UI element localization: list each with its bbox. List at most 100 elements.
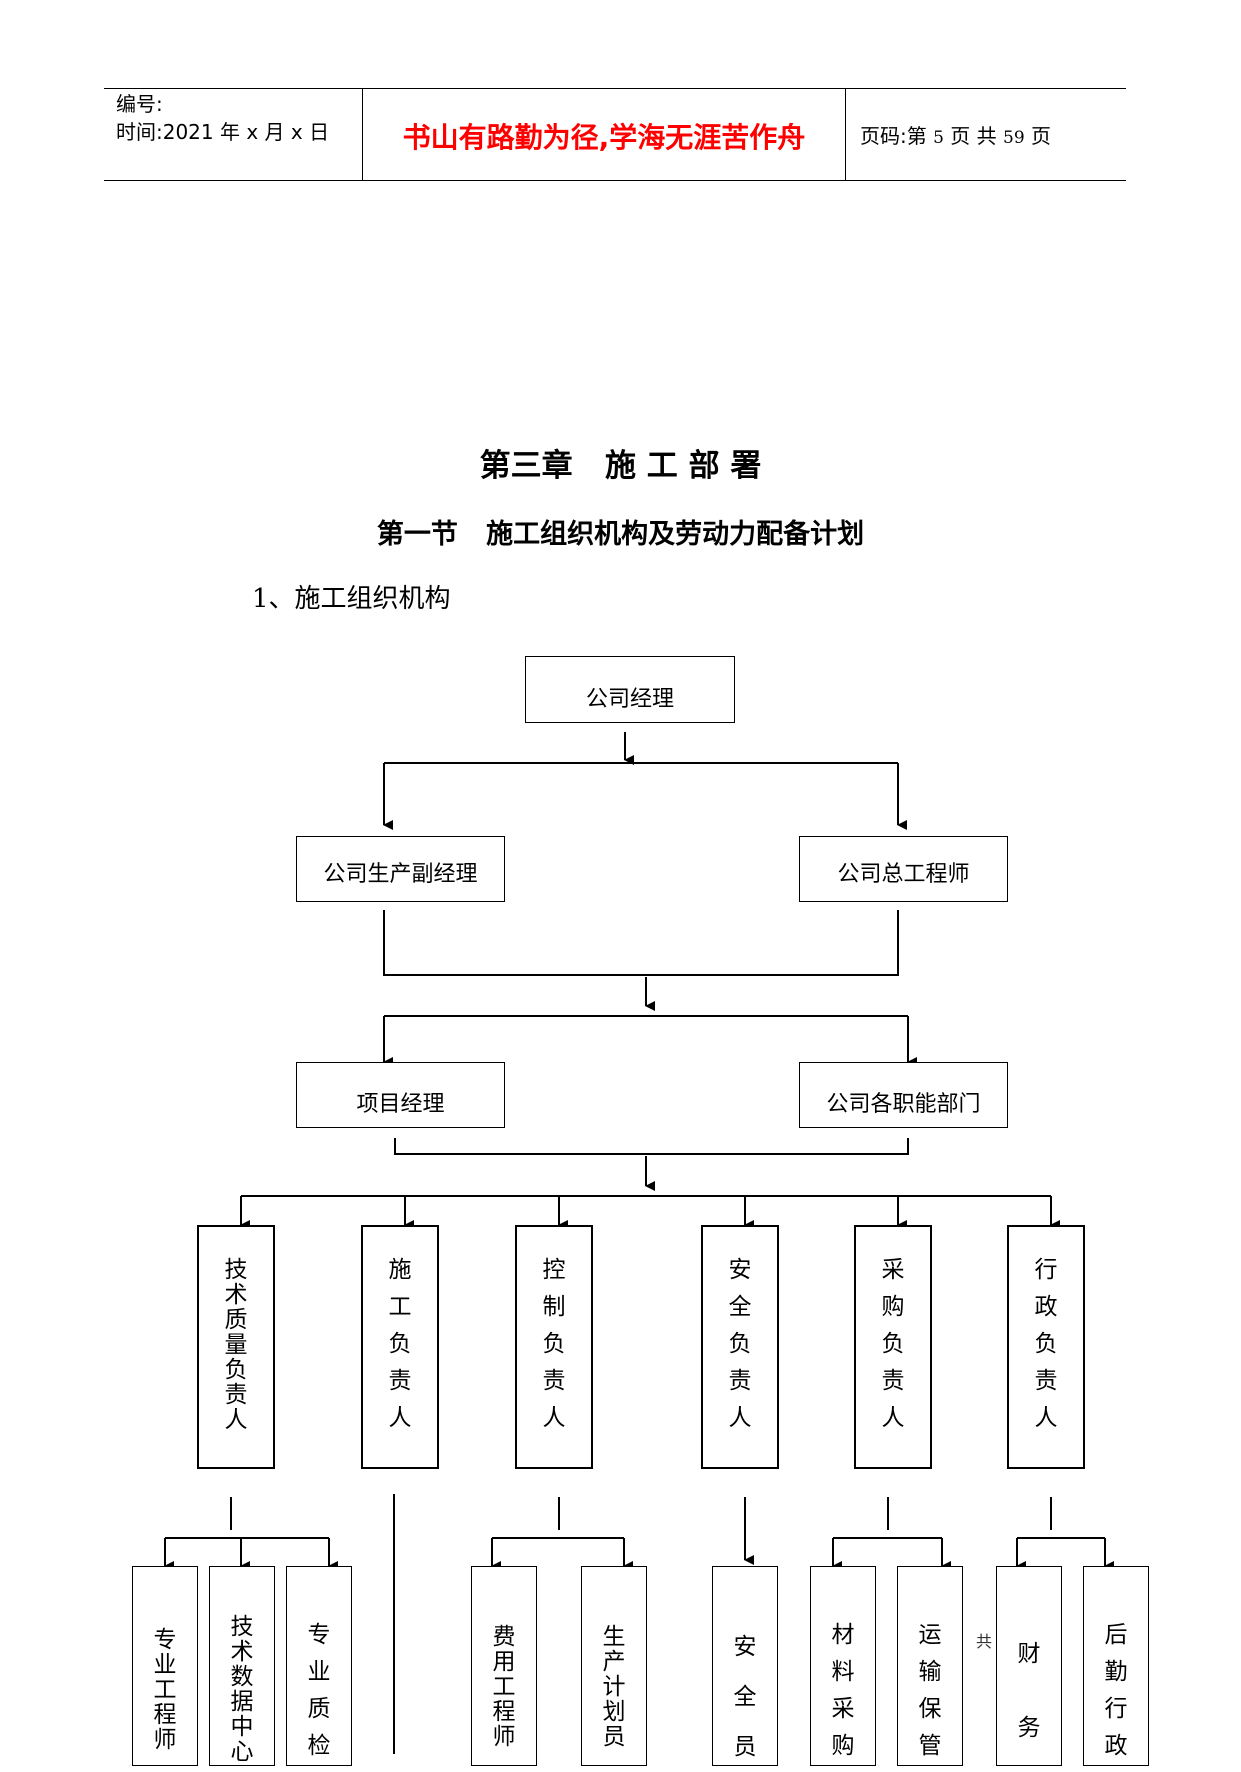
label-char: 业 bbox=[307, 1659, 331, 1685]
label-char: 专 bbox=[153, 1627, 177, 1653]
label-char: 全 bbox=[728, 1294, 752, 1320]
vertical-label: 专业工程师 bbox=[133, 1628, 197, 1753]
label-char: 行 bbox=[1104, 1696, 1128, 1722]
label-char: 责 bbox=[224, 1382, 248, 1408]
label-char: 行 bbox=[1034, 1257, 1058, 1283]
label-char: 人 bbox=[881, 1405, 905, 1431]
label-char: 负 bbox=[542, 1331, 566, 1357]
label-char: 心 bbox=[230, 1739, 254, 1765]
label-char: 材 bbox=[831, 1622, 855, 1648]
page-current: 5 bbox=[933, 128, 944, 148]
label-char: 输 bbox=[918, 1659, 942, 1685]
org-box-deputy-manager: 公司生产副经理 bbox=[296, 836, 505, 902]
label-char: 中 bbox=[230, 1714, 254, 1740]
vertical-label: 采购负责人 bbox=[856, 1252, 930, 1437]
vertical-label: 技术数据中心 bbox=[210, 1615, 274, 1765]
label-char: 财 bbox=[1017, 1641, 1041, 1667]
page-total: 59 bbox=[1003, 128, 1025, 148]
stray-footer-text: 共 bbox=[976, 1632, 993, 1651]
label-char: 安 bbox=[733, 1634, 757, 1660]
label-char: 人 bbox=[388, 1405, 412, 1431]
label-char: 责 bbox=[728, 1368, 752, 1394]
org-box-tech-quality-lead: 技术质量负责人 bbox=[197, 1225, 275, 1469]
vertical-label: 运输保管 bbox=[898, 1617, 962, 1765]
label-char: 人 bbox=[224, 1407, 248, 1433]
vertical-label: 财务 bbox=[997, 1617, 1061, 1765]
vertical-label: 施工负责人 bbox=[363, 1252, 437, 1437]
org-box-specialist-engineer: 专业工程师 bbox=[132, 1566, 198, 1766]
org-box-label: 公司经理 bbox=[585, 686, 674, 712]
header-divider-left bbox=[362, 88, 363, 180]
label-char: 师 bbox=[492, 1724, 516, 1750]
label-char: 计 bbox=[602, 1674, 626, 1700]
org-box-control-lead: 控制负责人 bbox=[515, 1225, 593, 1469]
label-char: 生 bbox=[602, 1624, 626, 1650]
label-char: 责 bbox=[388, 1368, 412, 1394]
label-char: 勤 bbox=[1104, 1659, 1128, 1685]
chapter-title: 第三章 施 工 部 署 bbox=[479, 448, 762, 484]
vertical-label: 安全员 bbox=[713, 1622, 777, 1772]
header-bottom-rule bbox=[104, 180, 1126, 181]
org-box-finance: 财务 bbox=[996, 1566, 1062, 1766]
label-char: 程 bbox=[492, 1699, 516, 1725]
label-char: 责 bbox=[542, 1368, 566, 1394]
org-box-safety-officer: 安全员 bbox=[712, 1566, 778, 1766]
label-char: 工 bbox=[388, 1294, 412, 1320]
label-char: 术 bbox=[224, 1282, 248, 1308]
org-box-company-manager: 公司经理 bbox=[525, 656, 735, 723]
label-char: 人 bbox=[728, 1405, 752, 1431]
label-char: 产 bbox=[602, 1649, 626, 1675]
org-box-label: 公司各职能部门 bbox=[826, 1092, 981, 1117]
label-char: 师 bbox=[153, 1727, 177, 1753]
doc-time-label: 时间:2021 年 x 月 x 日 bbox=[116, 120, 330, 144]
label-char: 采 bbox=[881, 1257, 905, 1283]
label-char: 技 bbox=[230, 1614, 254, 1640]
label-char: 工 bbox=[492, 1674, 516, 1700]
vertical-label: 材料采购 bbox=[811, 1617, 875, 1765]
label-char: 施 bbox=[388, 1257, 412, 1283]
header-top-rule bbox=[104, 88, 1126, 89]
label-char: 务 bbox=[1017, 1715, 1041, 1741]
label-char: 负 bbox=[224, 1357, 248, 1383]
subheading-org-structure: 1、施工组织机构 bbox=[252, 584, 451, 614]
label-char: 术 bbox=[230, 1639, 254, 1665]
org-box-tech-data-center: 技术数据中心 bbox=[209, 1566, 275, 1766]
org-box-quality-inspection: 专业质检 bbox=[286, 1566, 352, 1766]
label-char: 数 bbox=[230, 1664, 254, 1690]
label-char: 制 bbox=[542, 1294, 566, 1320]
label-char: 程 bbox=[153, 1702, 177, 1728]
vertical-label: 技术质量负责人 bbox=[199, 1258, 273, 1433]
label-char: 购 bbox=[881, 1294, 905, 1320]
label-char: 量 bbox=[224, 1332, 248, 1358]
org-box-transport-storage: 运输保管 bbox=[897, 1566, 963, 1766]
label-char: 购 bbox=[831, 1733, 855, 1759]
label-char: 责 bbox=[881, 1368, 905, 1394]
section-title: 第一节 施工组织机构及劳动力配备计划 bbox=[376, 519, 865, 550]
vertical-label: 安全负责人 bbox=[703, 1252, 777, 1437]
label-char: 人 bbox=[542, 1405, 566, 1431]
label-char: 料 bbox=[831, 1659, 855, 1685]
label-char: 负 bbox=[1034, 1331, 1058, 1357]
label-char: 安 bbox=[728, 1257, 752, 1283]
label-char: 负 bbox=[388, 1331, 412, 1357]
org-box-label: 公司总工程师 bbox=[837, 862, 970, 887]
label-char: 责 bbox=[1034, 1368, 1058, 1394]
label-char: 工 bbox=[153, 1677, 177, 1703]
label-char: 政 bbox=[1034, 1294, 1058, 1320]
org-box-chief-engineer: 公司总工程师 bbox=[799, 836, 1008, 902]
label-char: 划 bbox=[602, 1699, 626, 1725]
org-box-logistics-admin: 后勤行政 bbox=[1083, 1566, 1149, 1766]
page-indicator: 页码:第 5 页 共 59 页 bbox=[860, 122, 1051, 152]
label-char: 管 bbox=[918, 1733, 942, 1759]
label-char: 政 bbox=[1104, 1733, 1128, 1759]
label-char: 检 bbox=[307, 1733, 331, 1759]
doc-number-label: 编号: bbox=[116, 92, 163, 116]
label-char: 负 bbox=[728, 1331, 752, 1357]
org-box-label: 项目经理 bbox=[356, 1092, 445, 1117]
org-box-safety-lead: 安全负责人 bbox=[701, 1225, 779, 1469]
page-suffix: 页 bbox=[1031, 124, 1052, 148]
vertical-label: 费用工程师 bbox=[472, 1625, 536, 1750]
label-char: 专 bbox=[307, 1622, 331, 1648]
label-char: 费 bbox=[492, 1624, 516, 1650]
